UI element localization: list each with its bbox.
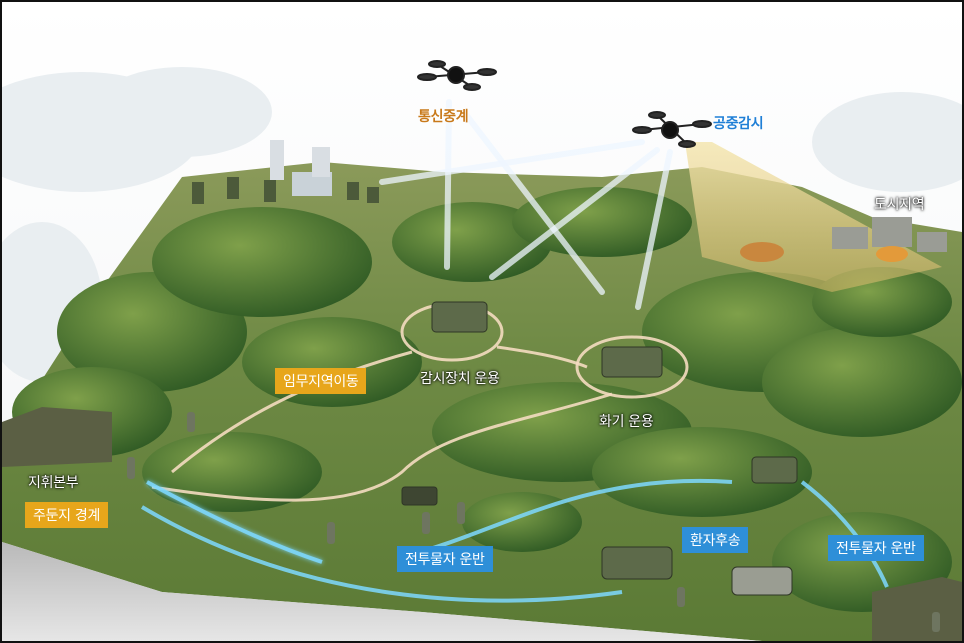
label-supply-transport-1: 전투물자 운반	[397, 546, 493, 572]
soldiers	[127, 412, 940, 632]
supply-routes	[140, 478, 889, 603]
clouds	[2, 67, 962, 382]
label-command-hq: 지휘본부	[28, 475, 79, 491]
terrain-side	[2, 542, 762, 641]
label-supply-transport-2: 전투물자 운반	[828, 535, 924, 561]
signal-beams	[379, 99, 673, 310]
label-garrison-guard: 주둔지 경계	[25, 502, 109, 528]
urban-buildings	[740, 217, 947, 262]
drone-air-surveillance	[632, 111, 712, 148]
label-mission-area-move: 임무지역이동	[275, 368, 367, 394]
drone-comm-relay	[417, 60, 497, 91]
command-post-structures	[192, 140, 379, 204]
label-weapon-operation: 화기 운용	[599, 414, 654, 430]
label-comm-relay: 통신중계	[418, 109, 469, 125]
label-sensor-operation: 감시장치 운용	[420, 371, 500, 387]
label-urban-area: 도시지역	[874, 197, 925, 213]
mission-route	[151, 302, 689, 502]
vehicles	[401, 301, 798, 596]
forest	[12, 187, 962, 612]
label-air-surveillance: 공중감시	[713, 116, 764, 132]
label-casualty-evacuation: 환자후송	[682, 527, 749, 553]
